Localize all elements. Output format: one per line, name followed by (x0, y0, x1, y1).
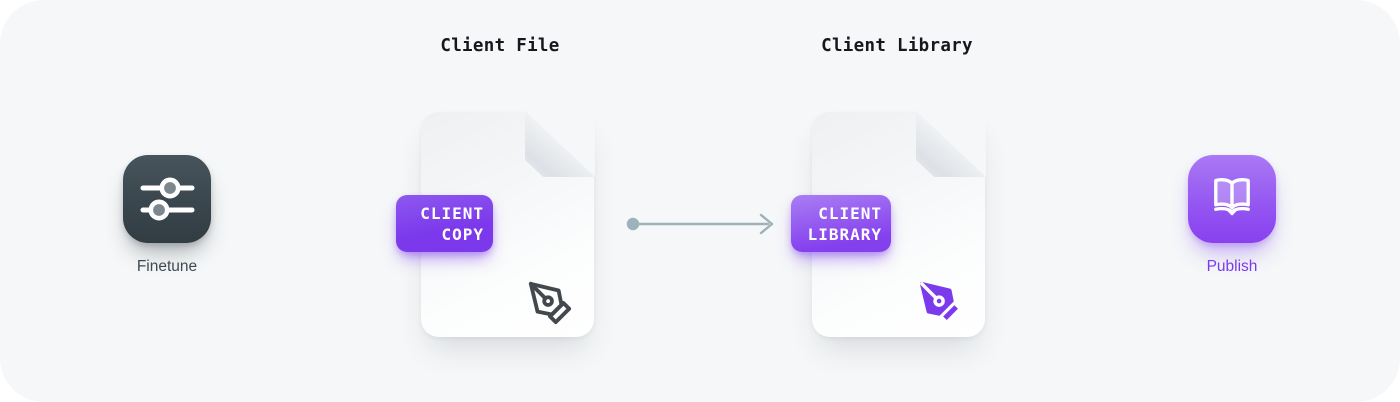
client-library-title: Client Library (821, 36, 973, 56)
client-file-title: Client File (440, 36, 560, 56)
badge-line-1: CLIENT (420, 204, 484, 223)
client-copy-badge: CLIENT COPY (396, 195, 493, 252)
open-book-icon (1214, 178, 1250, 216)
arrow-right-icon (626, 213, 774, 235)
client-library-card (812, 111, 986, 337)
publish-tile (1188, 155, 1276, 243)
finetune-tile (123, 155, 211, 243)
badge-line-2: COPY (441, 225, 484, 244)
pen-nib-filled-icon (919, 281, 962, 324)
badge-line-2: LIBRARY (807, 225, 882, 244)
publish-label: Publish (1206, 258, 1258, 275)
client-library-badge: CLIENT LIBRARY (791, 195, 891, 252)
finetune-label: Finetune (136, 258, 198, 275)
pen-nib-outline-icon (528, 281, 572, 325)
sliders-icon (140, 177, 195, 221)
badge-line-1: CLIENT (818, 204, 882, 223)
